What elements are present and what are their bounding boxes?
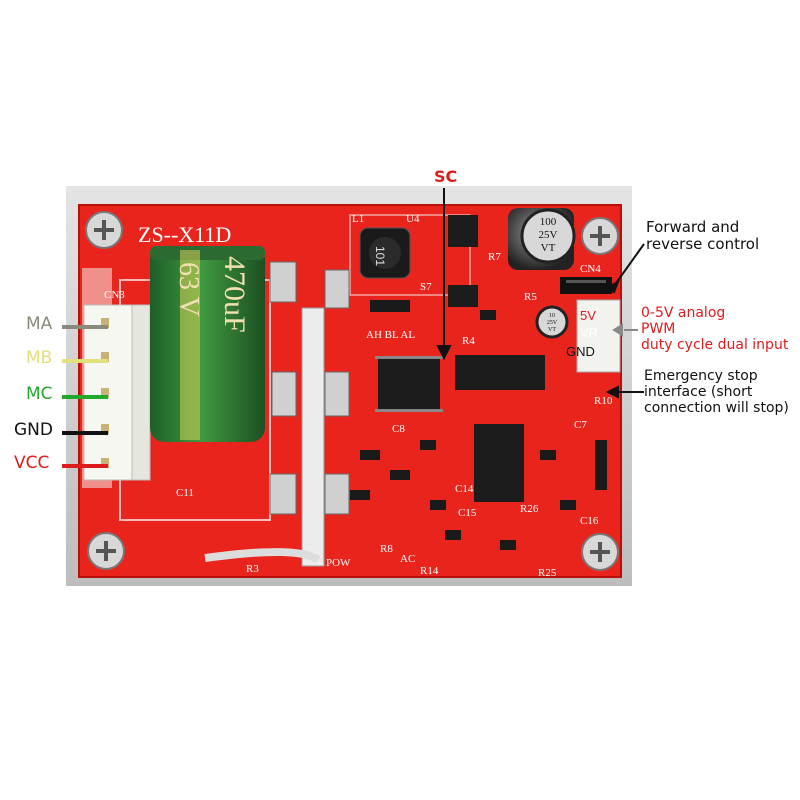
silk-r26: R26	[520, 503, 539, 515]
small-capacitor-2-marking: 10	[549, 313, 555, 319]
silk-c8: C8	[392, 423, 405, 435]
forward-arrow-head	[603, 279, 620, 294]
pin-lead-ma	[62, 325, 108, 329]
silk-c7: C7	[574, 419, 587, 431]
board-model-text: ZS--X11D	[138, 222, 231, 247]
pin-label-mb: MB	[26, 348, 53, 368]
annotation-forward-reverse-line-2: reverse control	[646, 235, 760, 254]
silk-ah-bl-al: AH BL AL	[366, 329, 415, 341]
small-capacitor-2	[535, 305, 569, 339]
main-capacitor	[150, 246, 265, 442]
pin-lead-mb	[62, 359, 108, 363]
pin-label-mc: MC	[26, 384, 53, 404]
silk-cn3: CN3	[104, 289, 125, 301]
annotation-speed-input-line-1: 0-5V analog	[641, 305, 726, 321]
screw-top-left	[85, 211, 123, 249]
silk-c14: C14	[455, 483, 474, 495]
terminal-5v-label: 5V	[580, 308, 596, 323]
main-ic	[375, 356, 443, 412]
annotation-speed-input-line-3: duty cycle dual input	[641, 337, 789, 354]
jumper-cn4	[560, 277, 612, 294]
silk-cn4: CN4	[580, 263, 601, 275]
estop-arrow-head	[605, 385, 619, 399]
pin-lead-vcc	[62, 464, 108, 468]
small-capacitor-1-marking: 100	[540, 216, 557, 228]
pin-label-ma: MA	[26, 314, 53, 334]
silk-r7: R7	[488, 251, 501, 263]
shunt-wire	[301, 307, 325, 567]
smd-components	[350, 300, 607, 550]
screw-bottom-left	[87, 532, 125, 570]
speed-arrow-head	[612, 323, 623, 337]
annotation-sc: SC	[434, 167, 458, 186]
silk-l1: L1	[352, 213, 364, 225]
screw-top-right	[581, 217, 619, 255]
silk-r4: R4	[462, 335, 475, 347]
small-capacitor-2-marking: 25V	[547, 320, 558, 326]
small-capacitor-1-marking: 25V	[539, 229, 558, 241]
motor-connector-cn3	[83, 304, 151, 481]
screw-bottom-right	[581, 533, 619, 571]
small-capacitor-2-marking: VT	[548, 327, 556, 333]
inductor-l1	[359, 227, 411, 279]
annotation-forward-reverse: Forward and reverse control	[646, 218, 760, 254]
pin-lead-mc	[62, 395, 108, 399]
inductor-marking: 101	[373, 246, 387, 266]
mosfet-row	[269, 261, 350, 515]
speed-input-terminal	[576, 299, 621, 373]
silk-u4: U4	[406, 213, 420, 225]
silk-c15: C15	[458, 507, 477, 519]
pin-lead-gnd	[62, 431, 108, 435]
annotation-speed-input-line-2: PWM	[641, 321, 676, 338]
pin-label-gnd: GND	[14, 420, 53, 440]
terminal-vr-label: VR	[580, 325, 598, 340]
silk-s7: S7	[420, 281, 432, 293]
silk-r3: R3	[246, 563, 259, 575]
annotation-emergency-stop-line-3: connection will stop)	[644, 400, 789, 417]
annotation-forward-reverse-line-1: Forward and	[646, 218, 740, 236]
sc-arrow-head	[436, 345, 452, 361]
silk-c11: C11	[176, 487, 194, 499]
small-capacitor-1-marking: VT	[541, 242, 556, 254]
pin-label-vcc: VCC	[14, 453, 50, 473]
main-capacitor-rating-text: 470uF	[218, 256, 251, 333]
silk-r10: R10	[594, 395, 613, 407]
driver-ic-1	[455, 355, 545, 390]
forward-arrow-line	[613, 243, 645, 287]
annotation-emergency-stop: Emergency stop interface (short connecti…	[644, 368, 789, 416]
main-capacitor-voltage-text: 63 V	[173, 262, 204, 317]
regulator-ic-u4	[448, 215, 478, 307]
silk-r8: R8	[380, 543, 393, 555]
terminal-gnd-label: GND	[566, 344, 595, 359]
annotation-emergency-stop-line-2: interface (short	[644, 384, 753, 401]
silk-pow: POW	[326, 557, 351, 569]
silk-r25: R25	[538, 567, 557, 579]
silk-r14: R14	[420, 565, 439, 577]
silk-r5: R5	[524, 291, 537, 303]
silk-ac: AC	[400, 553, 415, 565]
annotation-speed-input: 0-5V analog PWM duty cycle dual input	[641, 305, 788, 353]
small-capacitor-1	[508, 208, 576, 270]
driver-ic-2	[474, 424, 524, 502]
annotation-emergency-stop-line-1: Emergency stop	[644, 368, 758, 384]
silk-c16: C16	[580, 515, 599, 527]
